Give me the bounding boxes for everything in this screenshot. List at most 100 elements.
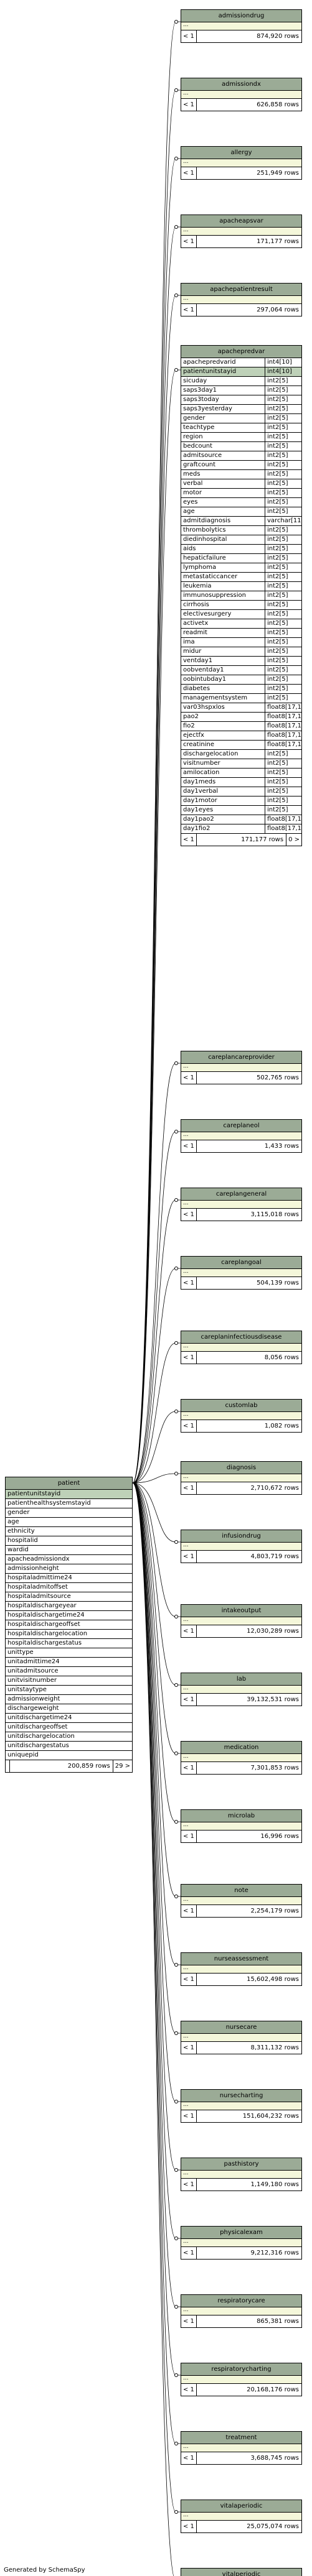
parents-count[interactable]: < 1 <box>181 1694 197 1706</box>
table-header-apachepredvar[interactable]: apachepredvar <box>181 346 301 358</box>
table-header-intakeoutput[interactable]: intakeoutput <box>181 1605 301 1617</box>
table-header-admissiondx[interactable]: admissiondx <box>181 78 301 91</box>
parents-count[interactable]: < 1 <box>181 99 197 111</box>
parents-count[interactable]: < 1 <box>181 2521 197 2532</box>
parents-count[interactable]: < 1 <box>181 834 197 846</box>
parents-count[interactable]: < 1 <box>181 1551 197 1563</box>
relationship-line <box>132 1482 181 2239</box>
table-header-customlab[interactable]: customlab <box>181 1400 301 1412</box>
table-header-careplaninfectiousdisease[interactable]: careplaninfectiousdisease <box>181 1331 301 1344</box>
table-header-nursecare[interactable]: nursecare <box>181 2021 301 2034</box>
column-type: int2[5] <box>267 508 288 515</box>
children-count[interactable]: 0 > <box>286 834 301 846</box>
table-vitalperiodic[interactable]: vitalperiodic...< 1146,671,642 rows <box>181 2568 302 2576</box>
table-header-vitalaperiodic[interactable]: vitalaperiodic <box>181 2500 301 2513</box>
parents-count[interactable]: < 1 <box>181 1352 197 1364</box>
parents-count[interactable]: < 1 <box>181 1140 197 1152</box>
table-header-careplangeneral[interactable]: careplangeneral <box>181 1188 301 1201</box>
column-type: int2[5] <box>267 545 288 552</box>
table-header-apacheapsvar[interactable]: apacheapsvar <box>181 215 301 228</box>
parents-count[interactable]: < 1 <box>181 1072 197 1084</box>
column-type: int2[5] <box>267 676 288 683</box>
parents-count[interactable]: < 1 <box>181 2384 197 2396</box>
table-header-note[interactable]: note <box>181 1885 301 1897</box>
table-header-careplaneol[interactable]: careplaneol <box>181 1120 301 1132</box>
parents-count[interactable]: < 1 <box>181 1482 197 1494</box>
table-header-patient[interactable]: patient <box>6 1477 132 1490</box>
parents-count[interactable]: < 1 <box>181 2452 197 2464</box>
table-header-nursecharting[interactable]: nursecharting <box>181 2090 301 2102</box>
table-header-microlab[interactable]: microlab <box>181 1810 301 1822</box>
table-header-pasthistory[interactable]: pasthistory <box>181 2158 301 2171</box>
column-name: region <box>181 433 265 441</box>
parents-count[interactable]: < 1 <box>181 236 197 247</box>
parents-count[interactable]: < 1 <box>181 1830 197 1842</box>
table-header-respiratorycharting[interactable]: respiratorycharting <box>181 2363 301 2376</box>
parents-count[interactable]: < 1 <box>181 2042 197 2054</box>
parents-count[interactable]: < 1 <box>181 1625 197 1637</box>
table-header-careplangoal[interactable]: careplangoal <box>181 1257 301 1269</box>
table-header-admissiondrug[interactable]: admissiondrug <box>181 10 301 22</box>
parents-count[interactable]: < 1 <box>181 1905 197 1917</box>
table-header-physicalexam[interactable]: physicalexam <box>181 2227 301 2239</box>
parents-count[interactable]: < 1 <box>181 304 197 316</box>
parents-count[interactable]: < 1 <box>181 1420 197 1432</box>
child-count[interactable]: 29 > <box>112 1760 132 1772</box>
table-header-lab[interactable]: lab <box>181 1673 301 1686</box>
table-header-respiratorycare[interactable]: respiratorycare <box>181 2295 301 2307</box>
parents-count[interactable]: < 1 <box>181 167 197 179</box>
table-header-treatment[interactable]: treatment <box>181 2432 301 2444</box>
table-header-vitalperiodic[interactable]: vitalperiodic <box>181 2569 301 2576</box>
relationship-line <box>132 1482 181 2376</box>
parents-count[interactable]: < 1 <box>181 1974 197 1985</box>
table-header-infusiondrug[interactable]: infusiondrug <box>181 1530 301 1543</box>
table-header-apachepatientresult[interactable]: apachepatientresult <box>181 284 301 296</box>
table-header-careplancareprovider[interactable]: careplancareprovider <box>181 1051 301 1064</box>
parents-count[interactable]: < 1 <box>181 1277 197 1289</box>
parents-count[interactable]: < 1 <box>181 2315 197 2327</box>
parents-count[interactable]: < 1 <box>181 1762 197 1774</box>
parents-count[interactable]: < 1 <box>181 2110 197 2122</box>
table-header-nurseassessment[interactable]: nurseassessment <box>181 1953 301 1965</box>
parents-count[interactable]: < 1 <box>181 30 197 42</box>
relationship-line <box>132 1482 181 1686</box>
parents-count[interactable]: < 1 <box>181 2247 197 2259</box>
parents-count[interactable]: < 1 <box>181 1209 197 1221</box>
column-type: int2[5] <box>267 433 288 440</box>
table-header-medication[interactable]: medication <box>181 1742 301 1754</box>
row-count: 626,858 rows <box>257 101 299 108</box>
parents-count[interactable]: < 1 <box>181 2179 197 2191</box>
table-header-diagnosis[interactable]: diagnosis <box>181 1462 301 1474</box>
table-header-allergy[interactable]: allergy <box>181 147 301 159</box>
